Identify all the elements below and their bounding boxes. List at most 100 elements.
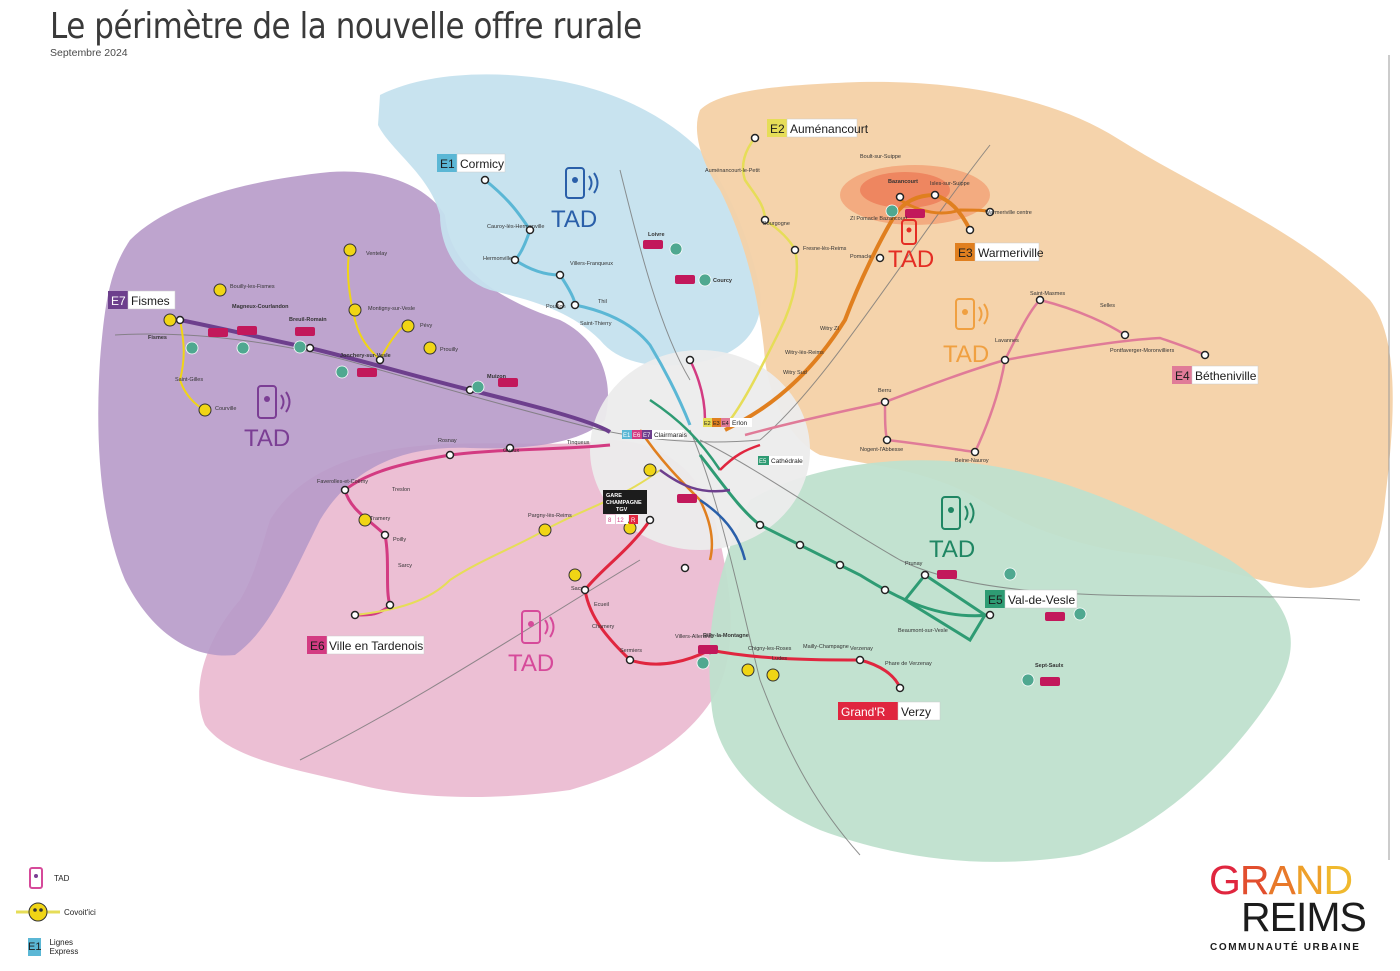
gare-champagne-tgv: GARE CHAMPAGNE TGV 8 12 R bbox=[603, 490, 647, 524]
logo-grand: GRAND bbox=[1209, 857, 1353, 903]
route-e2 bbox=[728, 137, 799, 421]
place-label: Boult-sur-Suippe bbox=[860, 154, 901, 160]
svg-text:Verzy: Verzy bbox=[901, 705, 931, 719]
place-label: Bourgogne bbox=[763, 221, 790, 227]
place-label: Bouilly-les-Fismes bbox=[230, 284, 275, 290]
place-label: Chigny-les-Roses bbox=[748, 646, 792, 652]
place-label: Pontfaverger-Moronvilliers bbox=[1110, 348, 1174, 354]
sncf-badges bbox=[208, 209, 1065, 686]
place-label: Selles bbox=[1100, 303, 1115, 309]
svg-text:CHAMPAGNE: CHAMPAGNE bbox=[606, 500, 642, 506]
place-label: Gueux bbox=[503, 448, 519, 454]
logo-reims: REIMS bbox=[1241, 894, 1367, 940]
svg-text:Grand'R: Grand'R bbox=[841, 705, 886, 719]
place-label: Courcy bbox=[713, 278, 733, 284]
place-label: Sacy bbox=[571, 586, 583, 592]
line-label-e2: E2 Auménancourt bbox=[767, 118, 869, 138]
place-label: Verzenay bbox=[850, 646, 873, 652]
tad-phone-icon bbox=[29, 867, 43, 889]
place-label: Jonchery-sur-Vesle bbox=[340, 353, 391, 359]
place-label: Saint-Masmes bbox=[1030, 291, 1065, 297]
bazancourt-hotspot bbox=[840, 165, 990, 225]
legend-covoit: Covoit'ici bbox=[16, 902, 96, 922]
svg-text:E4: E4 bbox=[1175, 369, 1190, 383]
svg-text:E1: E1 bbox=[623, 433, 631, 439]
line-label-e3: E3 Warmeriville bbox=[955, 242, 1044, 262]
line-label-e6: E6 Ville en Tardenois bbox=[307, 635, 425, 655]
page-date: Septembre 2024 bbox=[50, 47, 128, 59]
hub-cathedrale: E5 Cathédrale bbox=[758, 456, 803, 465]
svg-text:Fismes: Fismes bbox=[131, 294, 170, 308]
tad-marker-e7: TAD bbox=[244, 385, 291, 452]
place-label: Treslon bbox=[392, 487, 410, 493]
place-label: Faverolles-et-Coëmy bbox=[317, 479, 368, 485]
line-label-e7: E7 Fismes bbox=[108, 290, 176, 310]
place-label: Sermiers bbox=[620, 648, 642, 654]
place-label: Sept-Saulx bbox=[1035, 663, 1064, 669]
place-label: Thil bbox=[598, 299, 607, 305]
tad-marker-e1: TAD bbox=[551, 167, 599, 233]
svg-text:GARE: GARE bbox=[606, 493, 622, 499]
place-label: Breuil-Romain bbox=[289, 317, 327, 323]
place-label: Montigny-sur-Vesle bbox=[368, 306, 415, 312]
place-label: Beaumont-sur-Vesle bbox=[898, 628, 948, 634]
place-label: Pévy bbox=[420, 323, 432, 329]
place-label: Witry-lès-Reims bbox=[785, 350, 824, 356]
place-label: Villers-Franqueux bbox=[570, 261, 613, 267]
svg-text:E2: E2 bbox=[770, 122, 785, 136]
place-label: Witry ZI bbox=[820, 326, 839, 332]
hub-clairmarais: E1 E6 E7 Clairmarais bbox=[622, 430, 688, 439]
place-label: Rosnay bbox=[438, 438, 457, 444]
place-label: Courville bbox=[215, 406, 236, 412]
line-label-e5: E5 Val-de-Vesle bbox=[985, 589, 1078, 609]
place-label: Auménancourt-le-Petit bbox=[705, 168, 760, 174]
place-label: Muizon bbox=[487, 374, 507, 380]
svg-text:Bétheniville: Bétheniville bbox=[1195, 369, 1257, 383]
route-e5 bbox=[698, 454, 991, 643]
svg-text:8: 8 bbox=[608, 518, 612, 524]
logo-subtitle: COMMUNAUTÉ URBAINE bbox=[1210, 942, 1361, 953]
place-label: Berru bbox=[878, 388, 891, 394]
place-label: Chamery bbox=[592, 624, 615, 630]
svg-text:Ville en Tardenois: Ville en Tardenois bbox=[329, 639, 423, 653]
bike-icons bbox=[185, 204, 1087, 687]
place-label: ZI Pomacle Bazancourt bbox=[850, 216, 908, 222]
express-code-badge: E1 bbox=[28, 938, 42, 956]
svg-text:TAD: TAD bbox=[943, 341, 989, 368]
svg-text:TAD: TAD bbox=[244, 425, 290, 452]
place-label: Sarcy bbox=[398, 563, 412, 569]
place-label: Ecueil bbox=[594, 602, 609, 608]
legend-tad: TAD bbox=[28, 866, 69, 890]
place-label: Mailly-Champagne bbox=[803, 644, 849, 650]
line-label-e4: E4 Bétheniville bbox=[1172, 365, 1259, 385]
place-label: Poilly bbox=[393, 537, 406, 543]
svg-text:R: R bbox=[631, 518, 636, 524]
place-label: Magneux-Courlandon bbox=[232, 304, 289, 310]
tad-marker-e5: TAD bbox=[929, 496, 975, 563]
svg-text:Cormicy: Cormicy bbox=[460, 157, 504, 171]
svg-text:E3: E3 bbox=[958, 246, 973, 260]
tad-marker-e3: TAD bbox=[888, 219, 934, 273]
place-label: Warmeriville centre bbox=[985, 210, 1032, 216]
svg-text:E7: E7 bbox=[111, 294, 126, 308]
place-label: Ventelay bbox=[366, 251, 387, 257]
route-e7 bbox=[178, 249, 612, 434]
svg-text:Clairmarais: Clairmarais bbox=[654, 432, 688, 439]
tad-marker-e6: TAD bbox=[508, 610, 555, 677]
place-label: Phare de Verzenay bbox=[885, 661, 932, 667]
legend-express: E1 Lignes Express bbox=[28, 938, 79, 956]
covoit-stops bbox=[163, 243, 780, 682]
svg-text:E5: E5 bbox=[988, 593, 1003, 607]
covoit-icon bbox=[16, 902, 60, 922]
svg-text:E6: E6 bbox=[633, 433, 641, 439]
svg-text:E2: E2 bbox=[704, 421, 711, 427]
svg-text:Cathédrale: Cathédrale bbox=[771, 458, 803, 465]
place-label: Fresne-lès-Reims bbox=[803, 246, 847, 252]
svg-text:E1: E1 bbox=[440, 157, 455, 171]
place-label: Saint-Gilles bbox=[175, 377, 203, 383]
place-label: Witry Sud bbox=[783, 370, 807, 376]
place-label: Loivre bbox=[648, 232, 665, 238]
place-label: Isles-sur-Suippe bbox=[930, 181, 970, 187]
place-label: Tinqueux bbox=[567, 440, 590, 446]
